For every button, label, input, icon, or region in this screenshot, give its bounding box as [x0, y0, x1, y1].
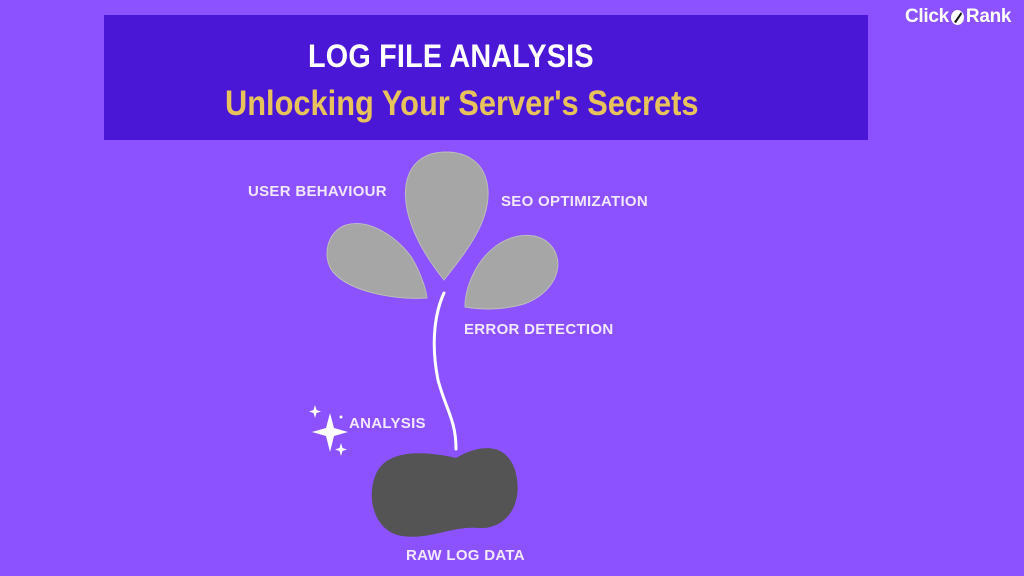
rocket-icon — [950, 9, 964, 25]
label-error-detection: ERROR DETECTION — [464, 321, 614, 338]
root-blob — [371, 448, 518, 537]
petal-left — [326, 223, 428, 299]
brand-logo: Click Rank — [905, 6, 1011, 28]
page-subtitle: Unlocking Your Server's Secrets — [225, 84, 699, 123]
label-raw-log-data: RAW LOG DATA — [406, 547, 525, 564]
petal-right — [464, 234, 559, 310]
page-title: LOG FILE ANALYSIS — [308, 38, 594, 74]
brand-name-right: Rank — [965, 6, 1012, 27]
label-analysis: ANALYSIS — [349, 415, 426, 432]
title-banner — [104, 15, 868, 140]
petal-center — [404, 151, 489, 281]
label-user-behaviour: USER BEHAVIOUR — [248, 183, 387, 200]
brand-name-left: Click — [905, 6, 949, 27]
sparkle-icon — [309, 405, 348, 456]
stem-line — [432, 291, 458, 451]
label-seo-optimization: SEO OPTIMIZATION — [501, 193, 649, 210]
